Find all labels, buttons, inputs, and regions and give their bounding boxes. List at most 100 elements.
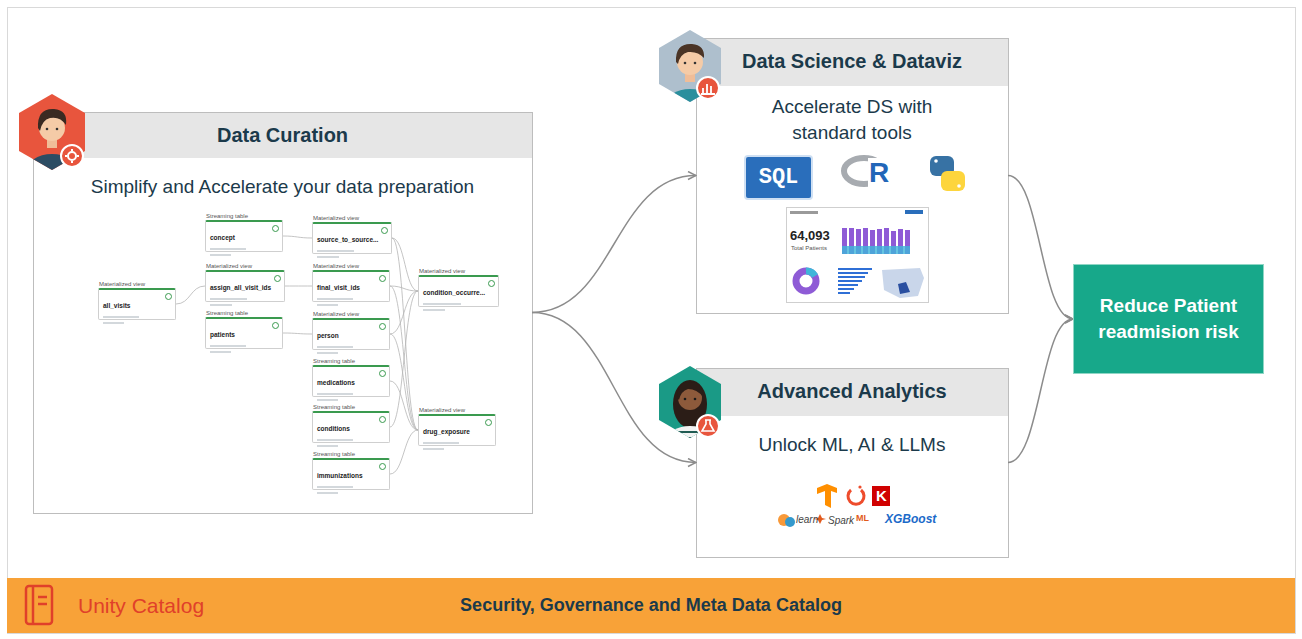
- analyst-avatar: [659, 366, 721, 458]
- pipeline-table: Streaming tablepatients: [205, 317, 283, 349]
- us-map: [882, 268, 924, 298]
- flask-badge: [697, 415, 719, 437]
- table-name: medications: [317, 379, 355, 386]
- table-type: Streaming table: [313, 451, 355, 457]
- lineage-line: [283, 333, 312, 334]
- status-line: [317, 399, 338, 401]
- lineage-line: [390, 334, 418, 430]
- table-name: immunizations: [317, 472, 363, 479]
- pipeline-table: Streaming tableimmunizations: [312, 458, 390, 490]
- avatar-eye: [684, 62, 687, 65]
- flow-arrow: [532, 176, 696, 313]
- status-check: [379, 463, 386, 470]
- status-line: [210, 351, 231, 353]
- status-line: [317, 256, 339, 258]
- lineage-line: [285, 286, 312, 287]
- chart-badge: [697, 77, 719, 99]
- avatar-hair: [676, 44, 704, 64]
- hbar: [838, 268, 872, 270]
- table-type: Materialized view: [419, 407, 465, 413]
- status-line: [317, 346, 353, 348]
- logo-text: learn: [796, 514, 818, 525]
- hbar: [838, 272, 868, 274]
- lineage-line: [176, 286, 205, 304]
- panel-header: [697, 369, 1008, 416]
- flow-arrow: [1008, 319, 1073, 463]
- pipeline-table: Materialized viewsource_to_source...: [312, 222, 392, 254]
- panel-title: Advanced Analytics: [696, 368, 1008, 414]
- catalog-icon-spine: [32, 586, 35, 624]
- panel: Advanced AnalyticsUnlock ML, AI & LLMs: [696, 368, 1008, 557]
- status-line: [317, 298, 353, 300]
- panel-subtitle: Unlock ML, AI & LLMs: [707, 432, 997, 458]
- ds-panel-frame: [697, 39, 1009, 314]
- panel-subtitle: Accelerate DS with standard tools: [737, 94, 967, 146]
- table-name: final_visit_ids: [317, 284, 360, 291]
- logo-text: Spark: [828, 515, 854, 526]
- gear-teeth: [65, 149, 79, 163]
- table-name: concept: [210, 234, 235, 241]
- status-line: [210, 254, 231, 256]
- status-check: [165, 293, 172, 300]
- panel: Data CurationSimplify and Accelerate you…: [33, 112, 532, 513]
- table-name: all_visits: [103, 302, 130, 309]
- status-line: [103, 316, 139, 318]
- status-check: [272, 225, 279, 232]
- hbar: [838, 280, 862, 282]
- map-highlight: [898, 282, 910, 294]
- catalog-band: Unity CatalogSecurity, Governance and Me…: [7, 578, 1295, 633]
- status-check: [381, 227, 388, 234]
- donut-slice: [806, 271, 815, 276]
- status-check: [379, 275, 386, 282]
- avatar-eye: [46, 128, 49, 131]
- pipeline-table: Materialized viewassign_all_visit_ids: [205, 270, 285, 302]
- avatar-eye: [694, 398, 697, 401]
- table-type: Streaming table: [206, 310, 248, 316]
- tensorflow-logo: [817, 484, 837, 508]
- catalog-icon-line: [38, 603, 47, 606]
- flow-arrow: [1008, 176, 1073, 320]
- avatar-eye: [684, 398, 687, 401]
- status-check: [379, 370, 386, 377]
- chart-symbol: [701, 84, 715, 94]
- status-check: [485, 419, 492, 426]
- status-line: [317, 250, 354, 252]
- panel-border: [697, 369, 1009, 558]
- status-line: [423, 303, 461, 305]
- panel-border: [34, 113, 533, 514]
- panel-header: [697, 39, 1008, 86]
- lineage-line: [390, 381, 418, 430]
- table-name: patients: [210, 331, 235, 338]
- status-check: [274, 275, 281, 282]
- status-line: [317, 352, 338, 354]
- status-line: [317, 393, 353, 395]
- status-line: [317, 439, 353, 441]
- panel-subtitle: Simplify and Accelerate your data prepar…: [43, 174, 523, 200]
- lineage-line: [390, 286, 418, 430]
- avatar-eye: [56, 128, 59, 131]
- table-type: Materialized view: [419, 268, 465, 274]
- python-eye: [957, 184, 961, 188]
- flow-arrow: [532, 313, 696, 463]
- python-yellow: [941, 171, 965, 191]
- catalog-band-fill: [7, 578, 1295, 633]
- flask-symbol: [702, 420, 714, 431]
- catalog-icon: [26, 586, 52, 624]
- engineer-avatar: [19, 94, 85, 190]
- status-line: [210, 345, 246, 347]
- pipeline-table: Materialized viewdrug_exposure: [418, 414, 496, 446]
- status-line: [317, 486, 353, 488]
- status-line: [317, 445, 338, 447]
- table-name: conditions: [317, 425, 350, 432]
- dashboard-graphics: [787, 208, 929, 303]
- table-type: Materialized view: [206, 263, 252, 269]
- bar-base: [842, 246, 910, 254]
- donut: [796, 271, 816, 291]
- outer-frame: [8, 8, 1296, 634]
- pipeline-table: Streaming tableconcept: [205, 220, 283, 252]
- gear-symbol: [68, 152, 76, 160]
- status-check: [379, 323, 386, 330]
- status-line: [210, 248, 246, 250]
- pipeline-table: Streaming tableconditions: [312, 411, 390, 443]
